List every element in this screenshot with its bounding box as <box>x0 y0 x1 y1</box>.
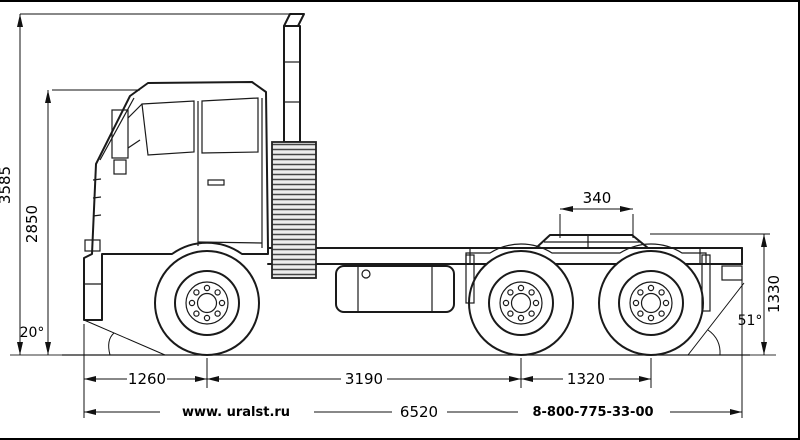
approach-angle <box>83 319 166 356</box>
overall-height-label: 3585 <box>0 166 14 204</box>
departure-angle <box>687 282 745 356</box>
overall-height-dimension: 3585 <box>0 13 292 355</box>
fifth-wheel-offset-label: 340 <box>583 189 612 207</box>
departure-angle-label: 51° <box>738 313 763 329</box>
wheelbase-dimension: 3190 <box>207 370 521 388</box>
wheelbase-label: 3190 <box>345 370 383 388</box>
side-mirror <box>111 109 129 159</box>
website-watermark: www. uralst.ru <box>182 405 290 420</box>
bogie-spacing-label: 1320 <box>567 370 605 388</box>
rear-wheel-2 <box>598 250 704 356</box>
overall-length-dimension: www. uralst.ru 6520 8-800-775-33-00 <box>84 403 742 421</box>
air-intake-box <box>271 141 317 279</box>
headlight <box>84 239 101 252</box>
cab-height-dimension: 2850 <box>23 89 140 355</box>
cab-height-label: 2850 <box>23 205 41 243</box>
fifth-wheel-height-dimension: 1330 <box>650 233 783 355</box>
phone-watermark: 8-800-775-33-00 <box>532 405 653 420</box>
fifth-wheel <box>535 234 649 249</box>
door-handle <box>207 179 225 186</box>
overall-length-label: 6520 <box>400 403 438 421</box>
fuel-tank <box>335 265 455 313</box>
bogie-spacing-dimension: 1320 <box>521 370 651 388</box>
exhaust-cap <box>283 13 305 27</box>
wide-angle-mirror <box>113 159 127 175</box>
extension-lines <box>83 268 743 418</box>
fifth-wheel-offset-dimension: 340 <box>559 189 634 238</box>
rear-fenders <box>465 243 743 312</box>
front-wheel <box>154 250 260 356</box>
approach-angle-label: 20° <box>20 325 45 341</box>
fifth-wheel-height-label: 1330 <box>765 275 783 313</box>
front-overhang-dimension: 1260 <box>84 370 207 388</box>
exhaust-stack <box>271 13 317 279</box>
rear-wheel-1 <box>468 250 574 356</box>
front-overhang-label: 1260 <box>128 370 166 388</box>
